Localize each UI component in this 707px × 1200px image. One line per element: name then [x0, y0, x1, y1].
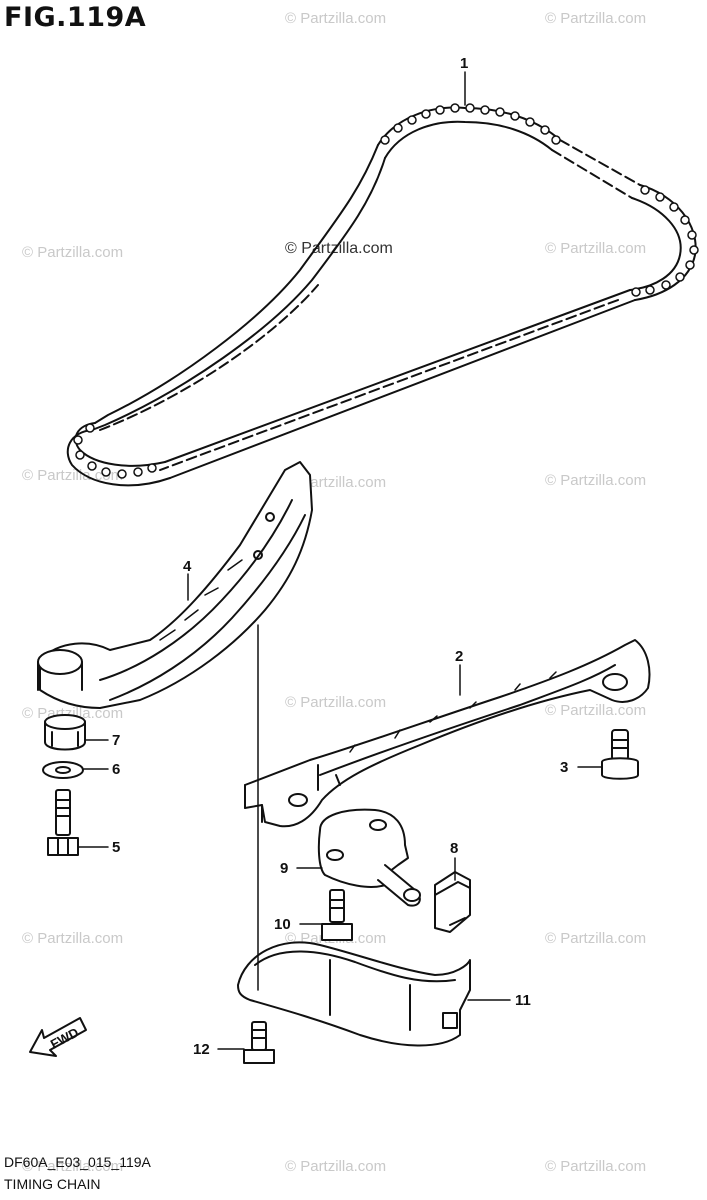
- watermark: © Partzilla.com: [285, 694, 387, 711]
- tensioner-pad-8[interactable]: [434, 871, 471, 933]
- watermark: © Partzilla.com: [545, 702, 647, 719]
- watermark: © Partzilla.com: [545, 472, 647, 489]
- callout-6: 6: [112, 761, 120, 778]
- callout-12: 12: [193, 1041, 210, 1058]
- chain-guide[interactable]: [37, 461, 313, 709]
- bolt-5[interactable]: [47, 789, 79, 856]
- callout-10: 10: [274, 916, 291, 933]
- watermark: © Partzilla.com: [22, 1158, 124, 1175]
- leader-lines: [78, 71, 603, 1050]
- bushing-7[interactable]: [44, 714, 86, 751]
- watermark: © Partzilla.com: [22, 244, 124, 261]
- chain-guide-lower[interactable]: [237, 941, 471, 1047]
- timing-chain[interactable]: [66, 103, 699, 487]
- drawing-subtitle: TIMING CHAIN: [4, 1176, 101, 1192]
- watermark: © Partzilla.com: [545, 1158, 647, 1175]
- bolt-10[interactable]: [321, 889, 353, 941]
- drawing-code: DF60A_E03_015_119A: [4, 1154, 151, 1170]
- watermark: © Partzilla.com: [22, 930, 124, 947]
- fwd-arrow-icon: FWD: [29, 1017, 87, 1057]
- callout-5: 5: [112, 839, 120, 856]
- watermark: © Partzilla.com: [545, 240, 647, 257]
- washer-6[interactable]: [42, 761, 84, 779]
- watermark: © Partzilla.com: [285, 10, 387, 27]
- bolt-12[interactable]: [243, 1021, 275, 1064]
- fwd-label: FWD: [48, 1025, 81, 1052]
- figure-title: FIG.119A: [4, 2, 147, 33]
- callout-11: 11: [515, 992, 531, 1009]
- callout-2: 2: [455, 648, 463, 665]
- callout-8: 8: [450, 840, 458, 857]
- watermark: © Partzilla.com: [285, 1158, 387, 1175]
- callout-7: 7: [112, 732, 120, 749]
- chain-tensioner[interactable]: [317, 808, 421, 907]
- callout-9: 9: [280, 860, 288, 877]
- chain-guide-straight[interactable]: [244, 639, 651, 828]
- callout-1: 1: [460, 55, 468, 72]
- bolt-3[interactable]: [601, 729, 639, 780]
- watermark: © Partzilla.com: [545, 930, 647, 947]
- watermark: © Partzilla.com: [22, 467, 124, 484]
- callout-3: 3: [560, 759, 568, 776]
- callout-4: 4: [183, 558, 192, 575]
- watermark: © Partzilla.com: [545, 10, 647, 27]
